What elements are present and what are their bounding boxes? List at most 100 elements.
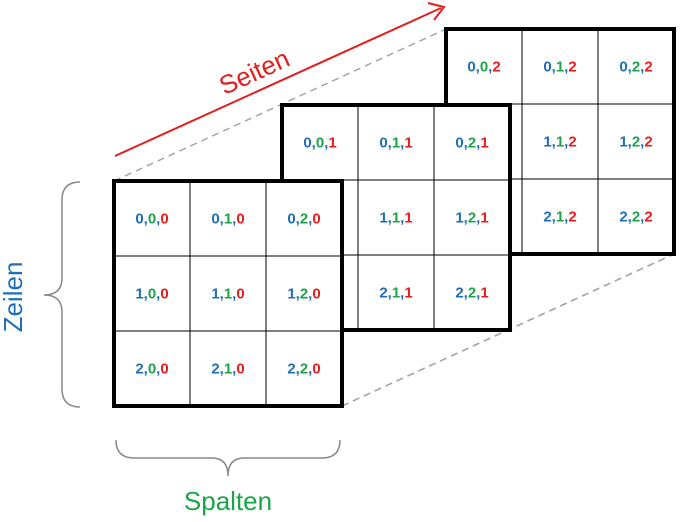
cell-index-part: 0 <box>211 211 219 228</box>
cell-index-part: 2 <box>644 59 652 76</box>
cell-index: 1,0,0 <box>135 286 168 303</box>
cell-index-part: , <box>232 211 236 228</box>
cell-index: 2,2,2 <box>619 209 652 226</box>
cell-index-part: 0 <box>148 286 156 303</box>
cell-index-part: 2 <box>568 59 576 76</box>
cell-index-part: 1 <box>135 286 143 303</box>
cell-index: 1,2,2 <box>619 134 652 151</box>
cell-index: 2,1,1 <box>379 285 412 302</box>
cell-index: 0,1,2 <box>543 59 576 76</box>
cell-index-part: , <box>476 135 480 152</box>
cell-index-part: , <box>388 135 392 152</box>
cell-index-part: , <box>628 209 632 226</box>
cell-index-part: , <box>232 286 236 303</box>
cell-index-part: 0 <box>236 286 244 303</box>
cell-index-part: 1 <box>556 134 564 151</box>
cell-index: 0,1,1 <box>379 135 412 152</box>
cell-index-part: , <box>324 135 328 152</box>
cell-index-part: 0 <box>480 59 488 76</box>
cell-index-part: 1 <box>287 286 295 303</box>
cell-index-part: , <box>296 286 300 303</box>
cell-index-part: 0 <box>287 211 295 228</box>
page-background <box>114 181 342 406</box>
cell-index-part: , <box>388 210 392 227</box>
cell-index-part: 0 <box>160 211 168 228</box>
cell-index-part: , <box>552 59 556 76</box>
cell-index-part: 1 <box>224 286 232 303</box>
cell-index-part: , <box>388 285 392 302</box>
pages-arrow-line <box>114 7 442 157</box>
cell-index-part: , <box>640 209 644 226</box>
cell-index-part: , <box>308 211 312 228</box>
cell-index-part: 0 <box>543 59 551 76</box>
cell-index-part: 2 <box>135 361 143 378</box>
cell-index-part: 2 <box>287 361 295 378</box>
cell-index-part: , <box>628 59 632 76</box>
rows-axis-label: Zeilen <box>0 262 28 333</box>
cell-index-part: 1 <box>379 210 387 227</box>
cell-index-part: , <box>464 135 468 152</box>
cell-index-part: , <box>144 286 148 303</box>
cell-index-part: , <box>640 59 644 76</box>
cell-index-part: 2 <box>632 59 640 76</box>
cell-index: 1,1,2 <box>543 134 576 151</box>
cell-index-part: 0 <box>455 135 463 152</box>
cell-index-part: , <box>464 285 468 302</box>
cell-index-part: 0 <box>312 286 320 303</box>
cell-index: 1,1,1 <box>379 210 412 227</box>
cell-index-part: 2 <box>455 285 463 302</box>
cell-index-part: 2 <box>379 285 387 302</box>
cell-index: 0,1,0 <box>211 211 244 228</box>
cell-index-part: , <box>564 59 568 76</box>
pages-arrow <box>114 2 446 157</box>
cell-index-part: 2 <box>568 209 576 226</box>
cell-index: 0,0,0 <box>135 211 168 228</box>
cell-index-part: 0 <box>160 286 168 303</box>
cell-index-part: , <box>400 135 404 152</box>
cell-index: 2,1,0 <box>211 361 244 378</box>
cell-index-part: 1 <box>224 211 232 228</box>
cell-index-part: 0 <box>148 361 156 378</box>
columns-axis-label: Spalten <box>184 486 272 516</box>
cell-index: 0,0,1 <box>303 135 336 152</box>
cell-index-part: 1 <box>480 210 488 227</box>
cell-index-part: , <box>312 135 316 152</box>
cell-index-part: , <box>400 210 404 227</box>
columns-brace <box>115 439 341 477</box>
cell-index-part: , <box>156 211 160 228</box>
cell-index-part: 2 <box>468 285 476 302</box>
cell-index-part: 1 <box>392 210 400 227</box>
cell-index: 0,0,2 <box>467 59 500 76</box>
cell-index-part: 1 <box>619 134 627 151</box>
cell-index-part: , <box>156 361 160 378</box>
cell-index-part: 2 <box>300 361 308 378</box>
cell-index: 0,2,0 <box>287 211 320 228</box>
cell-index-part: , <box>552 134 556 151</box>
cell-index-part: 2 <box>543 209 551 226</box>
cell-index-part: 1 <box>556 209 564 226</box>
cell-index-part: , <box>640 134 644 151</box>
cell-index-part: 2 <box>632 209 640 226</box>
rows-brace <box>43 181 81 408</box>
cell-index-part: 1 <box>543 134 551 151</box>
cell-index-part: 1 <box>480 285 488 302</box>
cell-index-part: , <box>564 209 568 226</box>
cell-index-part: , <box>476 210 480 227</box>
cell-index-part: 0 <box>148 211 156 228</box>
cell-index-part: , <box>308 286 312 303</box>
cell-index-part: 1 <box>556 59 564 76</box>
cell-index-part: 1 <box>328 135 336 152</box>
cell-index-part: 1 <box>404 210 412 227</box>
cell-index-part: 2 <box>619 209 627 226</box>
cell-index-part: 1 <box>480 135 488 152</box>
cell-index-part: 0 <box>619 59 627 76</box>
cell-index: 2,2,0 <box>287 361 320 378</box>
cell-index: 2,2,1 <box>455 285 488 302</box>
cell-index-part: 1 <box>211 286 219 303</box>
cell-index: 1,2,1 <box>455 210 488 227</box>
cell-index: 0,2,1 <box>455 135 488 152</box>
cell-index-part: , <box>400 285 404 302</box>
cell-index-part: 0 <box>467 59 475 76</box>
